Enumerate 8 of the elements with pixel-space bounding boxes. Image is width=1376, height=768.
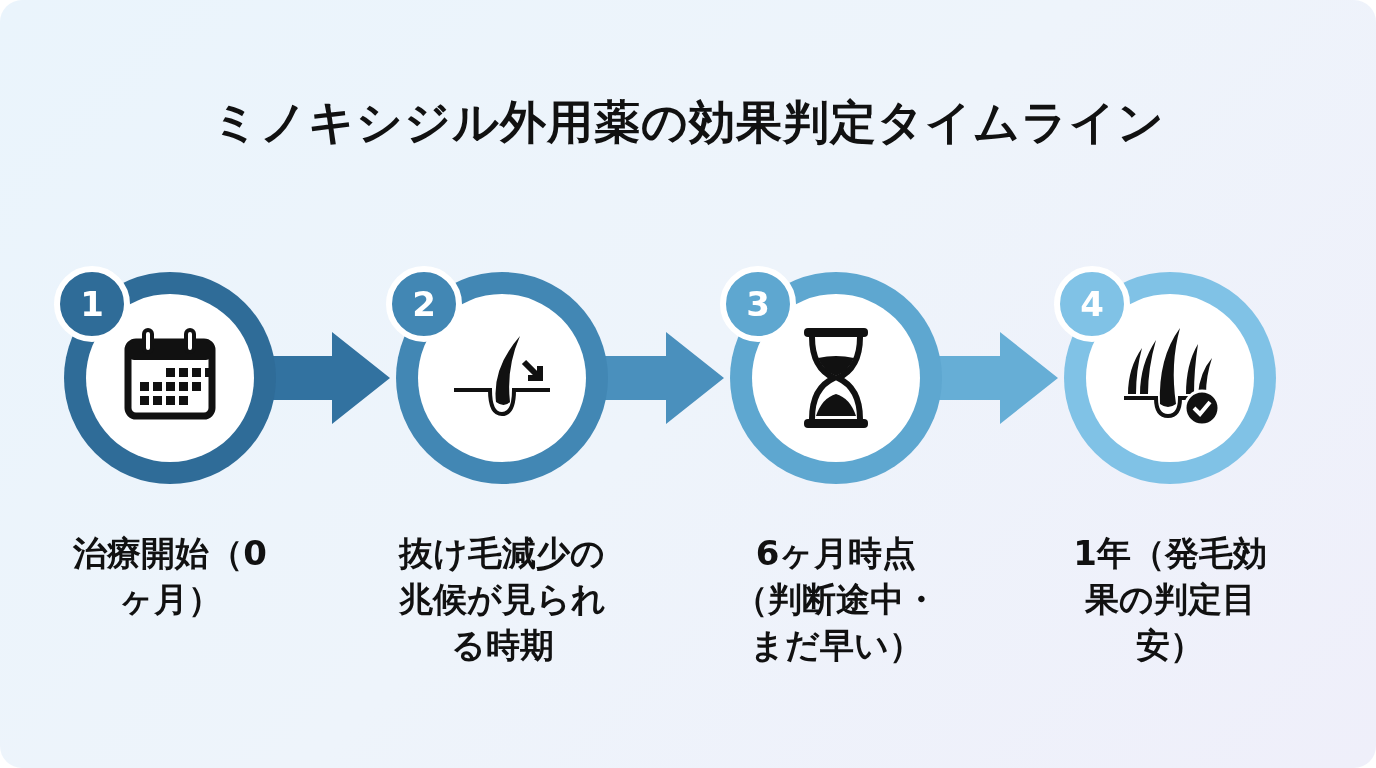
- step-label: 1年（発毛効果の判定目安）: [1072, 532, 1268, 667]
- arrow: [938, 332, 1058, 424]
- title: ミノキシジル外用薬の効果判定タイムライン: [210, 94, 1166, 151]
- arrow: [604, 332, 724, 424]
- step-label: 抜け毛減少の兆候が見られる時期: [397, 532, 607, 667]
- step-label: 6ヶ月時点（判断途中・まだ早い）: [733, 532, 939, 667]
- arrow: [272, 332, 390, 424]
- step-label: 治療開始（0ヶ月）: [72, 532, 268, 621]
